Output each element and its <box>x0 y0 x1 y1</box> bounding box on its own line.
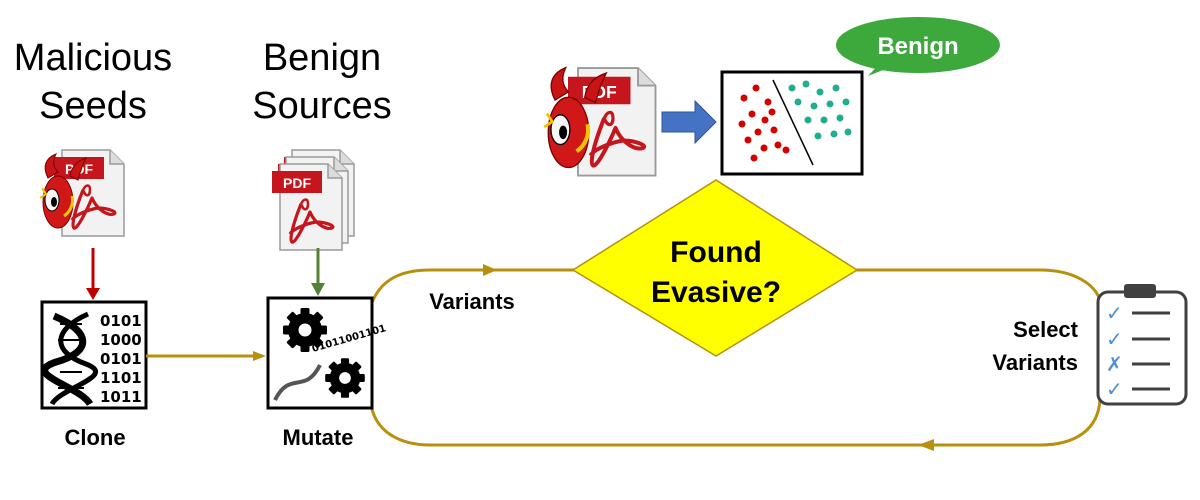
checklist-mark: ✓ <box>1106 377 1123 401</box>
clone-binary-line: 1000 <box>100 331 142 349</box>
select-label-line2: Variants <box>992 350 1078 375</box>
clone-binary-line: 1011 <box>100 388 142 406</box>
clone-binary-line: 1101 <box>100 369 142 387</box>
green-down-arrow <box>311 248 325 296</box>
checklist-mark: ✓ <box>1106 301 1123 325</box>
loop-arrowhead <box>483 264 497 276</box>
seeds-title-line1: Malicious <box>14 37 172 79</box>
clone-binary-line: 0101 <box>100 312 142 330</box>
dna-helix-icon <box>41 311 98 407</box>
decision-boundary <box>772 79 814 166</box>
clone-binary-line: 0101 <box>100 350 142 368</box>
pdf-stack-badge-text: PDF <box>283 175 311 191</box>
select-variants-label: Select Variants <box>992 317 1078 375</box>
decision-line1: Found <box>670 236 762 269</box>
mutate-box: 01011001101 <box>266 296 387 410</box>
dna-strand-icon <box>273 364 322 401</box>
malicious-seeds-title: Malicious Seeds <box>14 37 172 127</box>
clone-label: Clone <box>64 425 125 450</box>
benign-sources-title: Benign Sources <box>252 37 391 127</box>
clipboard-icon: ✓ ✓ ✗ ✓ <box>1096 284 1188 406</box>
variants-label: Variants <box>429 289 515 314</box>
feedback-loop <box>369 264 1102 451</box>
benign-pdf-stack-icon: PDF <box>270 148 356 252</box>
seeds-title-line2: Seeds <box>39 85 147 127</box>
found-evasive-decision: Found Evasive? <box>571 179 859 357</box>
blue-right-arrow <box>661 99 717 145</box>
select-label-line1: Select <box>1013 317 1078 342</box>
gear-icon <box>325 358 365 398</box>
clone-to-mutate-arrow <box>146 351 266 361</box>
loop-return-arrowhead <box>918 439 934 451</box>
sources-title-line1: Benign <box>263 37 381 79</box>
clone-dna-box: 0101 1000 0101 1101 1011 <box>40 300 148 410</box>
benign-cluster <box>788 80 852 140</box>
decision-line2: Evasive? <box>651 276 781 309</box>
clone-binary-text: 0101 1000 0101 1101 1011 <box>100 312 142 406</box>
classifier-box <box>720 70 864 176</box>
benign-speech-bubble: Benign <box>836 17 1000 76</box>
sources-title-line2: Sources <box>252 85 391 127</box>
red-down-arrow <box>86 248 100 300</box>
malicious-cluster <box>738 84 790 162</box>
benign-verdict-text: Benign <box>877 33 958 60</box>
mutate-label: Mutate <box>283 425 354 450</box>
checklist-mark: ✗ <box>1106 352 1123 376</box>
checklist-mark: ✓ <box>1106 327 1123 351</box>
